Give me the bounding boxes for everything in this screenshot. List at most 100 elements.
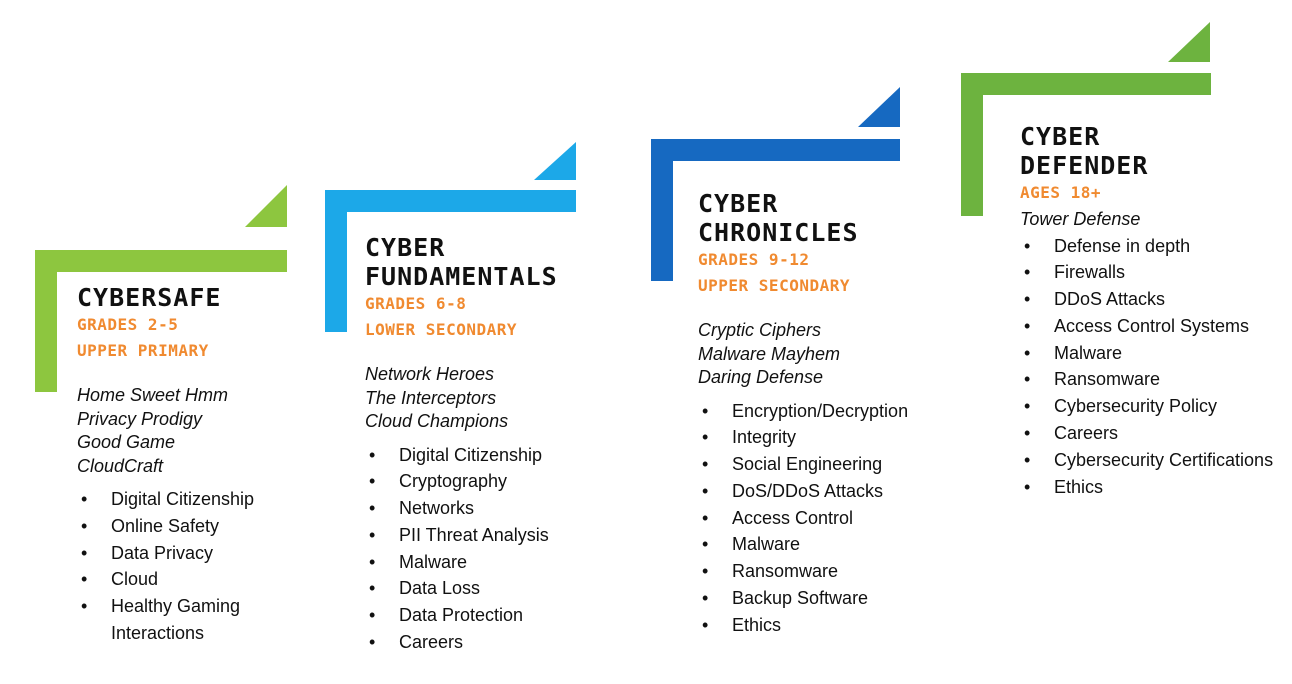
game-title: Daring Defense xyxy=(698,367,824,387)
topic-item: • Integrity xyxy=(698,424,948,451)
topic-label: Networks xyxy=(399,498,475,519)
bullet-icon: • xyxy=(702,427,709,448)
topic-item: •Cybersecurity Certifications xyxy=(1020,447,1280,474)
topic-label: Access Control Systems xyxy=(1054,315,1250,336)
topic-label: Digital Citizenship xyxy=(399,444,543,465)
topic-label: Careers xyxy=(1054,423,1119,444)
topic-item: • Data Privacy xyxy=(77,540,307,567)
game-title: Good Game xyxy=(77,432,176,452)
topic-list: • Defense in depth • Firewalls • DDoS Attacks… xyxy=(1020,233,1280,501)
topic-label: Social Engineering xyxy=(732,454,883,475)
bullet-icon: • xyxy=(1024,235,1031,256)
bullet-icon: • xyxy=(81,569,88,590)
topic-label: Healthy Gaming Interactions xyxy=(111,596,241,643)
topic-item: •Ransomware xyxy=(698,558,948,585)
school-stage: Lower Secondary xyxy=(365,320,517,339)
level-4-bracket xyxy=(961,22,1211,216)
corner-triangle xyxy=(245,185,287,227)
topic-label: Cryptography xyxy=(399,471,508,492)
topic-item: •Ethics xyxy=(698,612,948,639)
corner-triangle xyxy=(1168,22,1210,62)
bullet-icon: • xyxy=(1024,262,1031,283)
topic-item: • Cloud xyxy=(77,566,307,593)
level-title-line2: Chronicles xyxy=(698,218,859,247)
topic-label: Online Safety xyxy=(111,515,220,536)
level-2-bracket xyxy=(325,142,576,332)
game-title: The Interceptors xyxy=(365,387,497,408)
corner-triangle xyxy=(534,142,576,180)
bullet-icon: • xyxy=(1024,369,1031,390)
bullet-icon: • xyxy=(1024,476,1031,497)
bullet-icon: • xyxy=(369,605,376,626)
game-title: Cryptic Ciphers xyxy=(698,320,822,340)
topic-item: • Defense in depth xyxy=(1020,233,1280,260)
level-card-cybersafe: CyberSafe Grades 2-5 Upper Primary Home … xyxy=(77,283,307,647)
topic-label: Data Privacy xyxy=(111,542,214,563)
bullet-icon: • xyxy=(369,551,376,572)
topic-label: Integrity xyxy=(732,427,797,448)
topic-item: •Digital Citizenship xyxy=(365,442,595,469)
topic-item: • Firewalls xyxy=(1020,259,1280,286)
game-title: Malware Mayhem xyxy=(698,343,841,364)
bullet-icon: • xyxy=(1024,315,1031,336)
bracket-top-bar xyxy=(325,190,576,212)
topic-label: Malware xyxy=(399,551,468,572)
topic-item: •Ethics xyxy=(1020,474,1280,501)
bracket-top-bar xyxy=(35,250,287,272)
bullet-icon: • xyxy=(81,489,88,509)
bracket-side-bar xyxy=(651,139,673,281)
level-title: Cyber xyxy=(698,189,779,218)
topic-label: Malware xyxy=(1054,342,1123,363)
bullet-icon: • xyxy=(369,524,376,545)
topic-item: • Networks xyxy=(365,495,595,522)
grade-range: Grades 9-12 xyxy=(698,250,810,269)
topic-item: •Ransomware xyxy=(1020,366,1280,393)
bullet-icon: • xyxy=(702,561,709,582)
game-list: Tower Defense xyxy=(1020,208,1280,232)
topic-label: Cloud xyxy=(111,569,159,590)
topic-label: Data Loss xyxy=(399,578,481,599)
topic-list: •Digital Citizenship•Online Safety•Data … xyxy=(77,486,307,647)
topic-label: Careers xyxy=(399,632,464,653)
bullet-icon: • xyxy=(1024,423,1031,444)
bracket-top-bar xyxy=(651,139,900,161)
bullet-icon: • xyxy=(81,542,88,563)
bullet-icon: • xyxy=(1024,396,1031,417)
bullet-icon: • xyxy=(702,588,709,609)
bullet-icon: • xyxy=(1024,449,1031,470)
topic-label: Access Control xyxy=(732,507,854,528)
bullet-icon: • xyxy=(369,578,376,599)
topic-item: •Data Protection xyxy=(365,602,595,629)
level-card-cyber-defender: Cyber Defender Ages 18+ Tower Defense •D… xyxy=(1020,122,1280,500)
topic-label: Defense in depth xyxy=(1054,235,1191,256)
bullet-icon: • xyxy=(369,498,376,519)
topic-item: • Online Safety xyxy=(77,513,307,540)
topic-item: •Digital Citizenship xyxy=(77,486,307,513)
game-title: CloudCraft xyxy=(77,455,164,476)
topic-label: Malware xyxy=(732,534,801,555)
topic-label: PII Threat Analysis xyxy=(399,524,549,545)
topic-item: • Malware xyxy=(1020,340,1280,367)
topic-item: • PII Threat Analysis xyxy=(365,522,595,549)
level-title-line2: Fundamentals xyxy=(365,262,558,291)
bracket-side-bar xyxy=(325,190,347,332)
bullet-icon: • xyxy=(81,596,88,617)
topic-item: •DoS/DDoS Attacks xyxy=(698,478,948,505)
grade-range: Grades 2-5 xyxy=(77,315,179,334)
bullet-icon: • xyxy=(1024,342,1031,363)
topic-item: • Healthy Gaming Interactions xyxy=(77,593,307,647)
grade-range: Ages 18+ xyxy=(1020,183,1102,202)
topic-item: • Malware xyxy=(365,549,595,576)
topic-list: •Digital Citizenship•Cryptography•Networ… xyxy=(365,442,595,656)
bullet-icon: • xyxy=(81,515,88,536)
topic-list: •Encryption/Decryption•Integrity•Social … xyxy=(698,398,948,639)
bullet-icon: • xyxy=(702,400,709,421)
topic-label: DDoS Attacks xyxy=(1054,289,1166,310)
topic-label: Firewalls xyxy=(1054,262,1126,283)
topic-item: •Careers xyxy=(365,629,595,656)
